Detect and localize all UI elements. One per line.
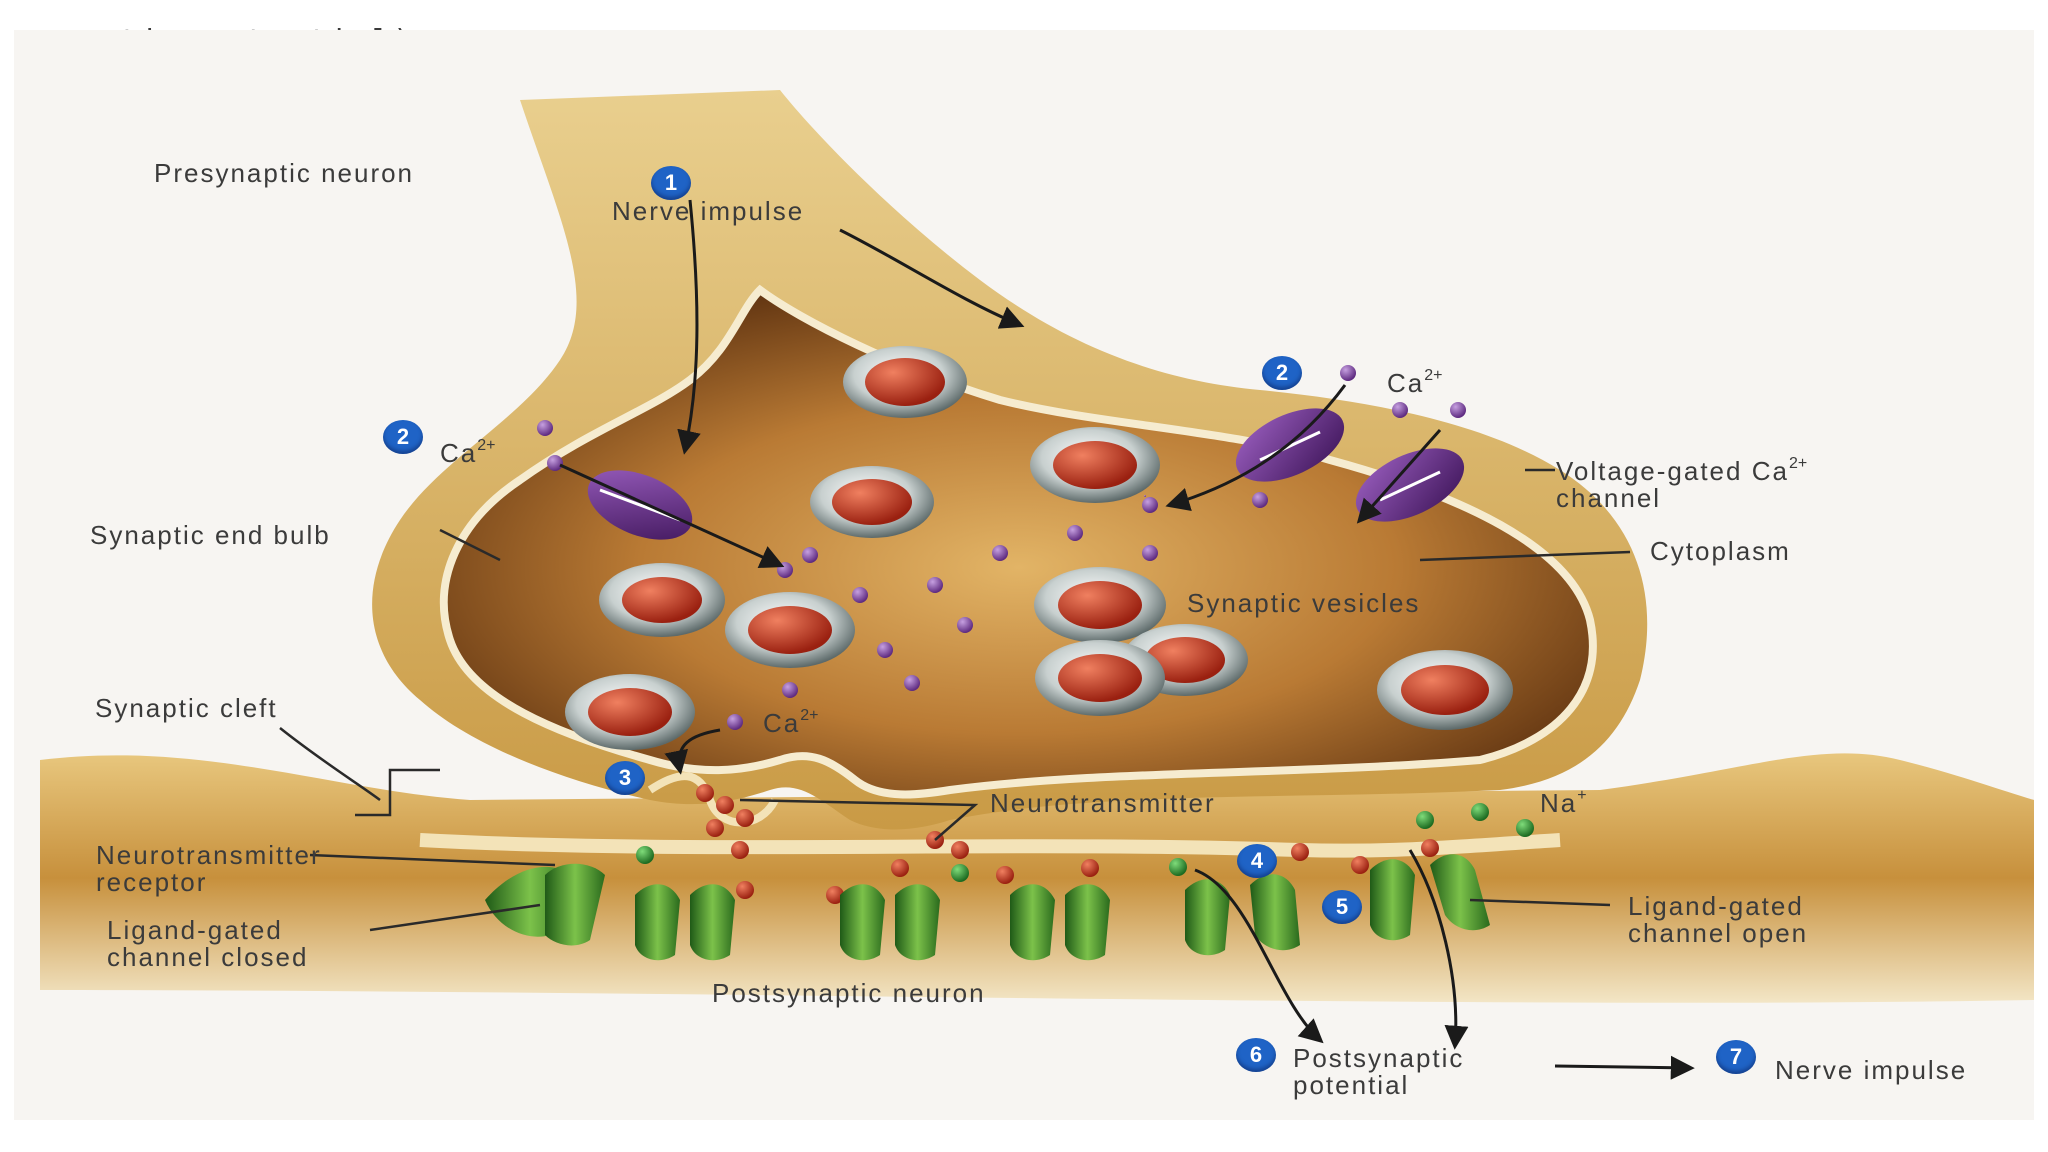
label-synaptic-end-bulb: Synaptic end bulb [90,520,331,550]
label-neurotransmitter-receptor: Neurotransmitter receptor [96,840,322,898]
synaptic-vesicle [1035,640,1165,716]
step-badge-4: 4 [1237,844,1277,878]
voltage-gated-ca-channel-right-2 [1355,448,1465,522]
label-nerve-impulse-end: Nerve impulse [1775,1055,1968,1085]
calcium-ions [537,365,1466,730]
step-badge-5: 5 [1322,890,1362,924]
synaptic-vesicle [810,466,934,538]
step-badge-2-left: 2 [383,420,423,454]
label-ligand-gated-closed: Ligand-gated channel closed [107,915,309,973]
label-postsynaptic-neuron: Postsynaptic neuron [712,978,986,1008]
label-ca-bottom: Ca2+ [763,707,819,738]
synaptic-vesicle [1377,650,1513,730]
pathway-arrows [559,199,1695,1080]
label-postsynaptic-potential: Postsynaptic potential [1293,1043,1465,1101]
synaptic-vesicle [725,592,855,668]
label-voltage-gated-channel: Voltage-gated Ca2+ channel [1556,455,1808,514]
label-na: Na+ [1540,787,1587,818]
neurotransmitter-molecules [696,784,1439,904]
ligand-gated-channels [485,854,1490,961]
cytoplasm-region [443,290,1593,795]
synaptic-vesicle [843,346,967,418]
postsynaptic-membrane [419,833,1561,858]
label-nerve-impulse: Nerve impulse [612,196,805,226]
step-badge-6: 6 [1236,1038,1276,1072]
postsynaptic-neuron-body [40,753,2034,1003]
label-presynaptic-neuron: Presynaptic neuron [154,158,415,188]
label-neurotransmitter: Neurotransmitter [990,788,1216,818]
leader-lines [279,468,1631,932]
label-ligand-gated-open: Ligand-gated channel open [1628,891,1809,949]
label-synaptic-cleft: Synaptic cleft [95,693,278,723]
sodium-ions [636,803,1534,882]
label-synaptic-vesicles: Synaptic vesicles [1187,588,1421,618]
synaptic-vesicle [599,563,725,637]
step-badge-2-right: 2 [1262,356,1302,390]
label-ca-left: Ca2+ [440,437,496,468]
synaptic-vesicle [1034,567,1166,643]
step-badge-3: 3 [605,761,645,795]
step-badge-7: 7 [1716,1040,1756,1074]
synaptic-vesicle [565,674,695,750]
synaptic-vesicle [1030,427,1160,503]
label-cytoplasm: Cytoplasm [1650,536,1791,566]
synaptic-vesicle-group [565,346,1513,750]
label-ca-right: Ca2+ [1387,367,1443,398]
step-badge-1: 1 [651,166,691,200]
